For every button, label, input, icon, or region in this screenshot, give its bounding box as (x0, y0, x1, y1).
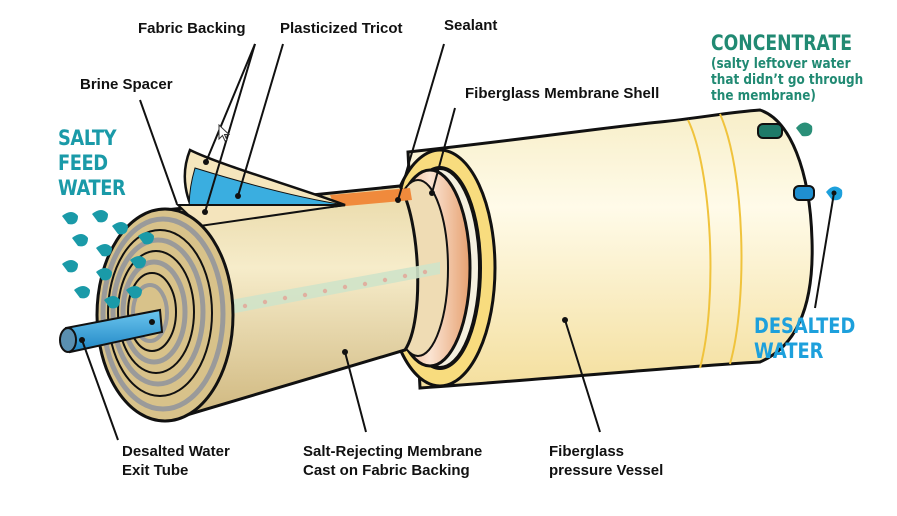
leader-salt-rejecting-membrane (344, 351, 367, 433)
label-salt-rejecting-membrane-line1: Salt-Rejecting Membrane (303, 443, 483, 460)
label-desalted-water-exit-tube-line2: Exit Tube (122, 462, 189, 479)
membrane-roll (163, 184, 440, 422)
leader-brine-spacer (139, 99, 178, 205)
leader-desalted-water (814, 192, 835, 309)
label-concentrate-title: CONCENTRATE (711, 31, 853, 55)
label-plasticized-tricot: Plasticized Tricot (280, 20, 403, 37)
desalted-water-exit-tube (59, 308, 164, 354)
label-concentrate-desc-line1: (salty leftover water (711, 56, 851, 72)
label-fabric-backing: Fabric Backing (138, 20, 246, 37)
mouse-cursor-icon (218, 124, 230, 142)
membrane-spiral-end (95, 207, 235, 423)
label-salty-feed-water-line1: SALTY (58, 126, 117, 150)
leader-sealant (397, 43, 445, 201)
label-fiberglass-membrane-shell: Fiberglass Membrane Shell (465, 85, 660, 102)
leader-fabric-backing-a (205, 43, 256, 163)
label-concentrate-desc-line2: that didn’t go through (711, 72, 864, 88)
label-sealant: Sealant (444, 17, 498, 34)
label-desalted-water-exit-tube-line1: Desalted Water (122, 443, 230, 460)
leader-fabric-backing-b (204, 43, 256, 213)
leader-exit-tube (81, 339, 119, 441)
label-brine-spacer: Brine Spacer (80, 76, 173, 93)
label-desalted-water-line2: WATER (754, 339, 824, 363)
leader-dots (79, 159, 568, 355)
label-concentrate-desc-line3: the membrane) (711, 88, 816, 104)
label-salt-rejecting-membrane-line2: Cast on Fabric Backing (303, 462, 470, 479)
leader-plasticized-tricot (237, 43, 284, 197)
leader-membrane-shell (431, 107, 456, 194)
label-salty-feed-water-line2: FEED (58, 151, 108, 175)
concentrate-port (757, 122, 813, 139)
label-fiberglass-pressure-vessel-line2: pressure Vessel (549, 462, 664, 479)
desalted-water-port (793, 185, 843, 201)
feed-water-droplets (62, 210, 154, 309)
label-desalted-water-line1: DESALTED (754, 314, 856, 338)
leader-pressure-vessel (564, 319, 601, 433)
label-fiberglass-pressure-vessel-line1: Fiberglass (549, 443, 625, 460)
label-salty-feed-water-line3: WATER (58, 176, 126, 200)
leader-lines (81, 43, 835, 441)
